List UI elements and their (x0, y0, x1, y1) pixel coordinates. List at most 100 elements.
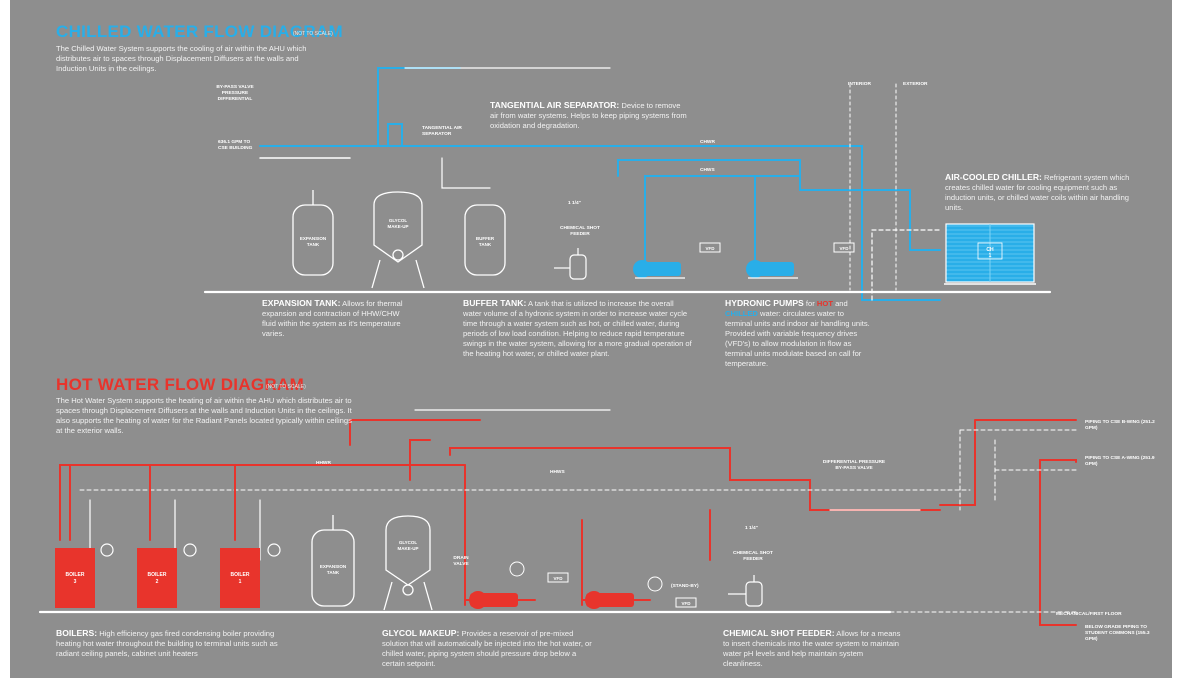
hhw-shot-feeder-label: CHEMICAL SHOT FEEDER (733, 551, 773, 562)
chw-to-cse-label: 636.1 GPM TO CSE BUILDING (218, 140, 253, 151)
buffer-desc-body: A tank that is utilized to increase the … (463, 299, 692, 358)
chw-size-label: 1 1/4" (568, 201, 581, 206)
hhw-to-a-wing (1039, 459, 1077, 463)
pumps-desc-chilled: CHILLED (725, 309, 758, 318)
shot-desc-title: CHEMICAL SHOT FEEDER: (723, 628, 835, 638)
expansion-desc-title: EXPANSION TANK: (262, 298, 341, 308)
tas-desc-title: TANGENTIAL AIR SEPARATOR: (490, 100, 620, 110)
buffer-tank-description: BUFFER TANK: A tank that is utilized to … (463, 298, 693, 359)
glycol-desc-title: GLYCOL MAKEUP: (382, 628, 460, 638)
chw-buffer-tank: BUFFER TANK (464, 204, 506, 276)
boiler-1: BOILER 1 (220, 543, 281, 608)
hhw-expansion-tank: EXPANSION TANK (311, 515, 355, 607)
hhw-piping-b-label: PIPING TO CSE B-WING (251.2 GPM) (1085, 420, 1155, 431)
chw-tas-label: TANGENTIAL AIR SEPARATOR (422, 126, 462, 137)
svg-text:VFD: VFD (682, 601, 692, 606)
chilled-water-title: CHILLED WATER FLOW DIAGRAM (56, 22, 344, 41)
chw-pump-2: VFD (746, 242, 855, 279)
hhw-pump-1: VFD (469, 561, 569, 609)
hhw-piping-a-label: PIPING TO CSE A-WING (251.9 GPM) (1085, 456, 1155, 467)
hhw-chemical-shot-feeder (728, 575, 763, 607)
svg-text:BOILER: BOILER (66, 572, 85, 578)
hhw-upper-loop (349, 419, 481, 446)
svg-text:VFD: VFD (554, 576, 564, 581)
boilers-desc-title: BOILERS: (56, 628, 98, 638)
chw-exterior-label: EXTERIOR (903, 82, 928, 87)
pumps-desc-title: HYDRONIC PUMPS (725, 298, 804, 308)
pumps-desc-hot: HOT (816, 299, 833, 308)
chw-interior-label: INTERIOR (848, 82, 871, 87)
expansion-desc-body: Allows for thermal expansion and contrac… (262, 299, 403, 338)
chw-main-supply (259, 145, 941, 301)
hhw-below-grade-label: BELOW GRADE PIPING TO STUDENT COMMONS (1… (1085, 625, 1150, 642)
chw-return-label: CHWR (700, 140, 715, 145)
hydronic-pumps-description: HYDRONIC PUMPS for HOT and CHILLED water… (725, 298, 873, 369)
svg-text:VFD: VFD (840, 246, 850, 251)
hhw-drain-valve-label: DRAIN VALVE (453, 556, 469, 567)
glycol-desc-body: Provides a reservoir of pre-mixed soluti… (382, 629, 592, 668)
chilled-water-piping (203, 67, 1052, 301)
chw-air-cooled-chiller: CH 1 (944, 223, 1036, 285)
boilers-desc-body: High efficiency gas fired condensing boi… (56, 629, 278, 658)
chw-expansion-tank: EXPANSION TANK (292, 190, 334, 276)
svg-text:EXPANSION: EXPANSION (320, 564, 346, 569)
hhw-dp-bypass-label: DIFFERENTIAL PRESSURE BY-PASS VALVE (822, 460, 886, 471)
chw-shot-feeder-label: CHEMICAL SHOT FEEDER (560, 226, 600, 237)
hhw-below-grade (1039, 459, 1077, 626)
hot-water-title: HOT WATER FLOW DIAGRAM (56, 375, 305, 394)
hhw-glycol-makeup: GLYCOL MAKE-UP (383, 515, 433, 611)
svg-text:BOILER: BOILER (231, 572, 250, 578)
svg-text:3: 3 (74, 579, 77, 585)
air-cooled-chiller-description: AIR-COOLED CHILLER: Refrigerant system w… (945, 172, 1135, 213)
expansion-tank-description: EXPANSION TANK: Allows for thermal expan… (262, 298, 412, 339)
chilled-not-to-scale: (NOT TO SCALE) (293, 31, 333, 37)
svg-text:TANK: TANK (327, 570, 340, 575)
svg-text:MAKE-UP: MAKE-UP (388, 224, 409, 229)
chw-riser (387, 123, 403, 146)
chw-buffer-line (441, 157, 491, 189)
glycol-makeup-description: GLYCOL MAKEUP: Provides a reservoir of p… (382, 628, 592, 669)
svg-text:1: 1 (989, 253, 992, 259)
svg-text:VFD: VFD (706, 246, 716, 251)
boiler-2: BOILER 2 (137, 543, 197, 608)
svg-text:MAKE-UP: MAKE-UP (398, 546, 419, 551)
chemical-shot-feeder-description: CHEMICAL SHOT FEEDER: Allows for a means… (723, 628, 903, 669)
chw-chiller-return (871, 229, 941, 301)
svg-text:TANK: TANK (307, 242, 320, 247)
svg-text:EXPANSION: EXPANSION (300, 236, 326, 241)
tangential-air-separator-description: TANGENTIAL AIR SEPARATOR: Device to remo… (490, 100, 690, 131)
chw-bypass-label: BY-PASS VALVE PRESSURE DIFFERENTIAL (216, 85, 254, 102)
svg-text:GLYCOL: GLYCOL (399, 540, 418, 545)
hhw-pump-2: VFD (585, 576, 697, 609)
chw-glycol-makeup: GLYCOL MAKE-UP (371, 191, 425, 289)
chw-chemical-shot-feeder (554, 248, 587, 280)
diagram-panel: EXPANSION TANK GLYCOL MAKE-UP BUFFER TAN… (10, 0, 1172, 678)
buffer-desc-title: BUFFER TANK: (463, 298, 527, 308)
hhw-supply-label-1: HHWS (550, 470, 565, 475)
flow-diagram-canvas: EXPANSION TANK GLYCOL MAKE-UP BUFFER TAN… (38, 67, 1077, 626)
shot-desc-body: Allows for a means to insert chemicals i… (723, 629, 901, 668)
chiller-desc-title: AIR-COOLED CHILLER: (945, 172, 1042, 182)
chw-pump-1-supply (644, 175, 801, 271)
svg-text:BOILER: BOILER (148, 572, 167, 578)
svg-text:CH: CH (986, 247, 994, 253)
hhw-to-b-wing (939, 419, 1077, 506)
hhw-size-label: 1 1/4" (745, 526, 758, 531)
boiler-3: BOILER 3 (55, 543, 114, 608)
hhw-main-supply (59, 464, 466, 541)
tas-desc-body: Device to remove air from water systems.… (490, 101, 687, 130)
hhw-riser (409, 439, 431, 481)
hhw-return-label-1: HHWR (316, 461, 331, 466)
svg-text:1: 1 (239, 579, 242, 585)
hot-intro: The Hot Water System supports the heatin… (56, 396, 352, 435)
hhw-header-2 (449, 447, 941, 511)
hhw-mech-floor-label: MECHANICAL/FIRST FLOOR (1056, 612, 1122, 617)
hhw-standby-label: (STAND-BY) (671, 584, 699, 589)
chilled-intro: The Chilled Water System supports the co… (56, 44, 307, 73)
chw-exterior-dash (849, 83, 897, 291)
pumps-desc-and: and (835, 299, 848, 308)
chiller-desc-body: Refrigerant system which creates chilled… (945, 173, 1130, 212)
svg-text:GLYCOL: GLYCOL (389, 218, 408, 223)
hot-water-piping (38, 409, 1077, 626)
chw-header-upper (617, 159, 941, 251)
